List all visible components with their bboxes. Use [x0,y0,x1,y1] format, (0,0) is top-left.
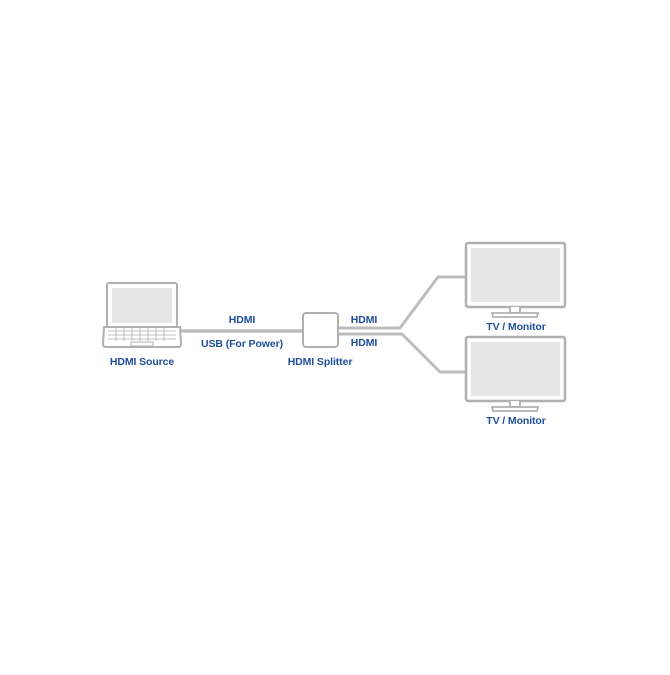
cable-label-hdmi-output-2: HDMI [350,337,378,349]
monitor-icon [464,335,567,412]
cable-label-usb-power: USB (For Power) [201,338,283,350]
splitter-box-icon [302,312,339,348]
cables [176,275,468,374]
display-label-1: TV / Monitor [486,321,546,333]
laptop-icon [101,282,183,348]
splitter-label: HDMI Splitter [287,356,353,368]
display-label-2: TV / Monitor [486,415,546,427]
cable-label-hdmi-input: HDMI [228,314,256,326]
monitor-icon [464,241,567,318]
output-cable-bottom [336,332,468,374]
cable-label-hdmi-output-1: HDMI [350,314,378,326]
output-cable-top [336,275,468,330]
source-label: HDMI Source [109,356,175,368]
